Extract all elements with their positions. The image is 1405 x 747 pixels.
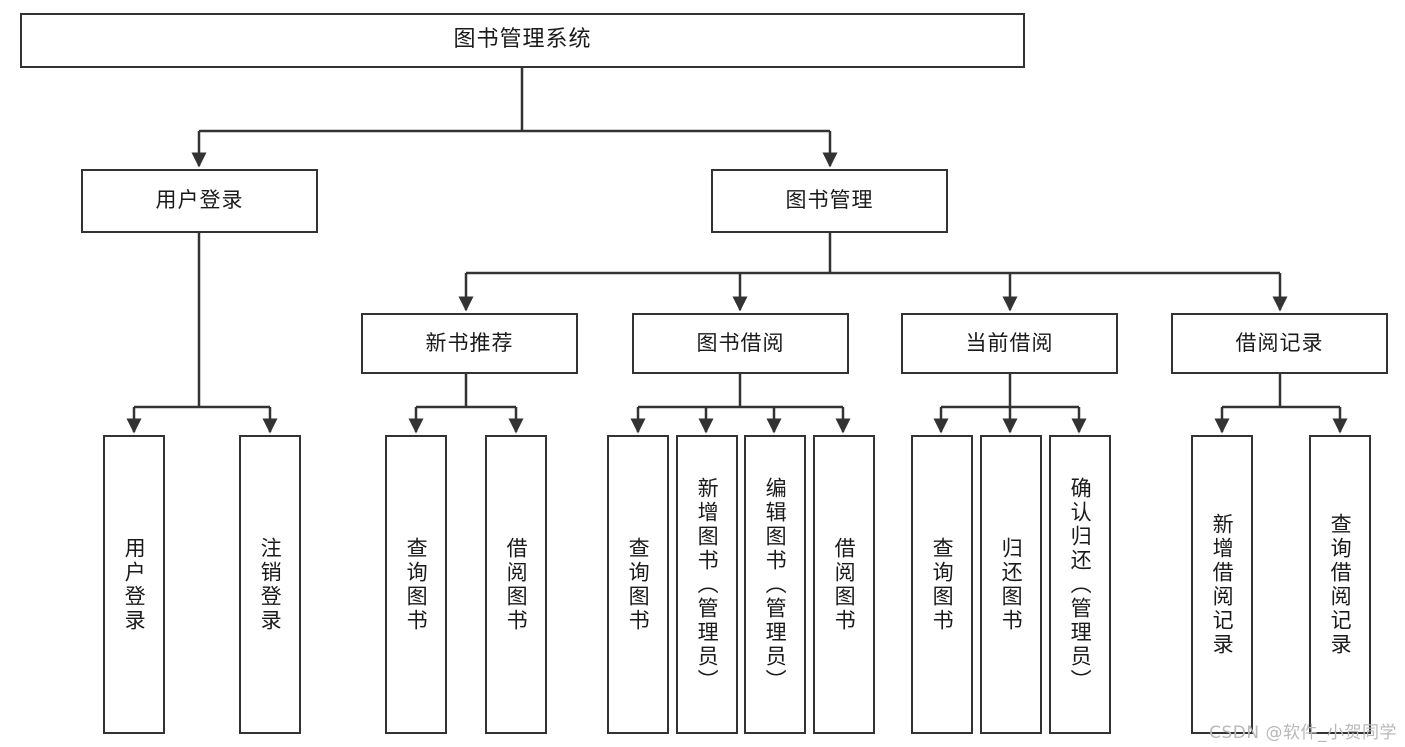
leaf-borrow-edit-book-admin[interactable]: 编辑图书（管理员） bbox=[744, 435, 806, 734]
leaf-label: 确认归还（管理员） bbox=[1068, 476, 1093, 693]
leaf-new-book-query[interactable]: 查询图书 bbox=[385, 435, 447, 734]
leaf-label: 新增借阅记录 bbox=[1210, 512, 1235, 657]
node-label: 图书借阅 bbox=[696, 330, 785, 355]
leaf-current-return-book[interactable]: 归还图书 bbox=[980, 435, 1042, 734]
leaf-label: 查询图书 bbox=[930, 536, 955, 633]
node-label: 图书管理 bbox=[785, 188, 874, 213]
csdn-watermark: CSDN @软件_小贺同学 bbox=[1209, 723, 1397, 743]
node-label: 当前借阅 bbox=[965, 330, 1054, 355]
leaf-label: 新增图书（管理员） bbox=[695, 476, 720, 693]
leaf-new-book-borrow[interactable]: 借阅图书 bbox=[485, 435, 547, 734]
leaf-label: 编辑图书（管理员） bbox=[763, 476, 788, 693]
leaf-label: 用户登录 bbox=[122, 536, 147, 633]
node-user-login[interactable]: 用户登录 bbox=[81, 169, 318, 233]
leaf-label: 查询借阅记录 bbox=[1328, 512, 1353, 657]
leaf-record-add-borrow-record[interactable]: 新增借阅记录 bbox=[1191, 435, 1253, 734]
leaf-borrow-borrow-book[interactable]: 借阅图书 bbox=[813, 435, 875, 734]
node-root-book-management-system[interactable]: 图书管理系统 bbox=[20, 13, 1025, 68]
node-new-book-recommend[interactable]: 新书推荐 bbox=[361, 313, 578, 374]
leaf-current-confirm-return-admin[interactable]: 确认归还（管理员） bbox=[1049, 435, 1111, 734]
node-label: 新书推荐 bbox=[425, 330, 514, 355]
node-borrow-record[interactable]: 借阅记录 bbox=[1171, 313, 1388, 374]
leaf-label: 借阅图书 bbox=[832, 536, 857, 633]
leaf-user-login-login[interactable]: 用户登录 bbox=[103, 435, 165, 734]
leaf-label: 查询图书 bbox=[626, 536, 651, 633]
node-book-borrow[interactable]: 图书借阅 bbox=[632, 313, 849, 374]
node-book-management[interactable]: 图书管理 bbox=[711, 169, 948, 233]
leaf-user-login-logout[interactable]: 注销登录 bbox=[239, 435, 301, 734]
leaf-borrow-query-book[interactable]: 查询图书 bbox=[607, 435, 669, 734]
node-current-borrow[interactable]: 当前借阅 bbox=[901, 313, 1118, 374]
node-label: 用户登录 bbox=[155, 188, 244, 213]
node-label: 图书管理系统 bbox=[453, 27, 592, 53]
leaf-label: 归还图书 bbox=[999, 536, 1024, 633]
node-label: 借阅记录 bbox=[1235, 330, 1324, 355]
leaf-label: 借阅图书 bbox=[504, 536, 529, 633]
leaf-record-query-borrow-record[interactable]: 查询借阅记录 bbox=[1309, 435, 1371, 734]
leaf-label: 查询图书 bbox=[404, 536, 429, 633]
leaf-current-query-book[interactable]: 查询图书 bbox=[911, 435, 973, 734]
leaf-borrow-add-book-admin[interactable]: 新增图书（管理员） bbox=[676, 435, 738, 734]
leaf-label: 注销登录 bbox=[258, 536, 283, 633]
